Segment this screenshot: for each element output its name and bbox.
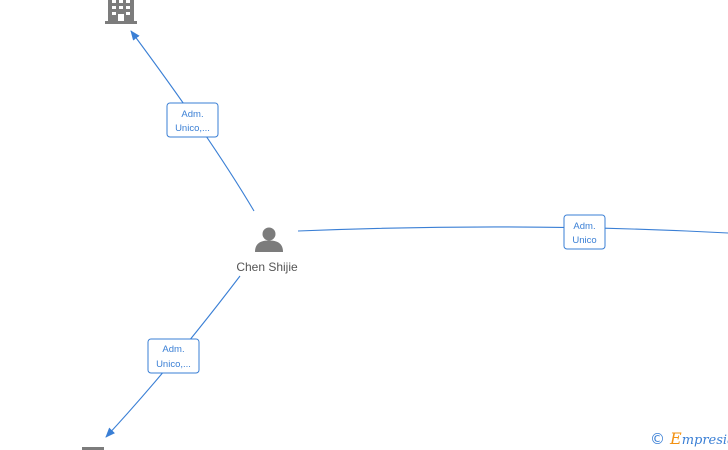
relation-label-bottom[interactable]: Adm. Unico,... [147, 338, 200, 374]
company-node-top[interactable] [105, 0, 137, 24]
relation-label-line1: Adm. [573, 221, 595, 232]
person-icon [255, 227, 283, 252]
relation-label-line1: Adm. [162, 344, 184, 355]
relation-label-line2: Unico,... [175, 123, 210, 134]
relation-label-line1: Adm. [181, 109, 203, 120]
relation-label-right[interactable]: Adm. Unico [563, 214, 606, 250]
edge-to-company-right [297, 226, 728, 234]
relation-label-top[interactable]: Adm. Unico,... [166, 102, 219, 138]
building-icon [82, 447, 104, 450]
logo-rest: mpresia [682, 433, 728, 448]
company-node-bottom[interactable] [82, 447, 104, 450]
relation-label-line2: Unico [572, 235, 596, 246]
person-node[interactable]: Chen Shijie [236, 227, 298, 275]
person-name: Chen Shijie [236, 260, 298, 274]
copyright-symbol: © [650, 430, 665, 448]
building-icon [105, 0, 137, 24]
relation-label-line2: Unico,... [156, 359, 191, 370]
logo-initial: E [669, 429, 682, 448]
empresia-logo: Empresia [669, 429, 728, 448]
empresia-watermark: © Empresia [650, 429, 728, 448]
